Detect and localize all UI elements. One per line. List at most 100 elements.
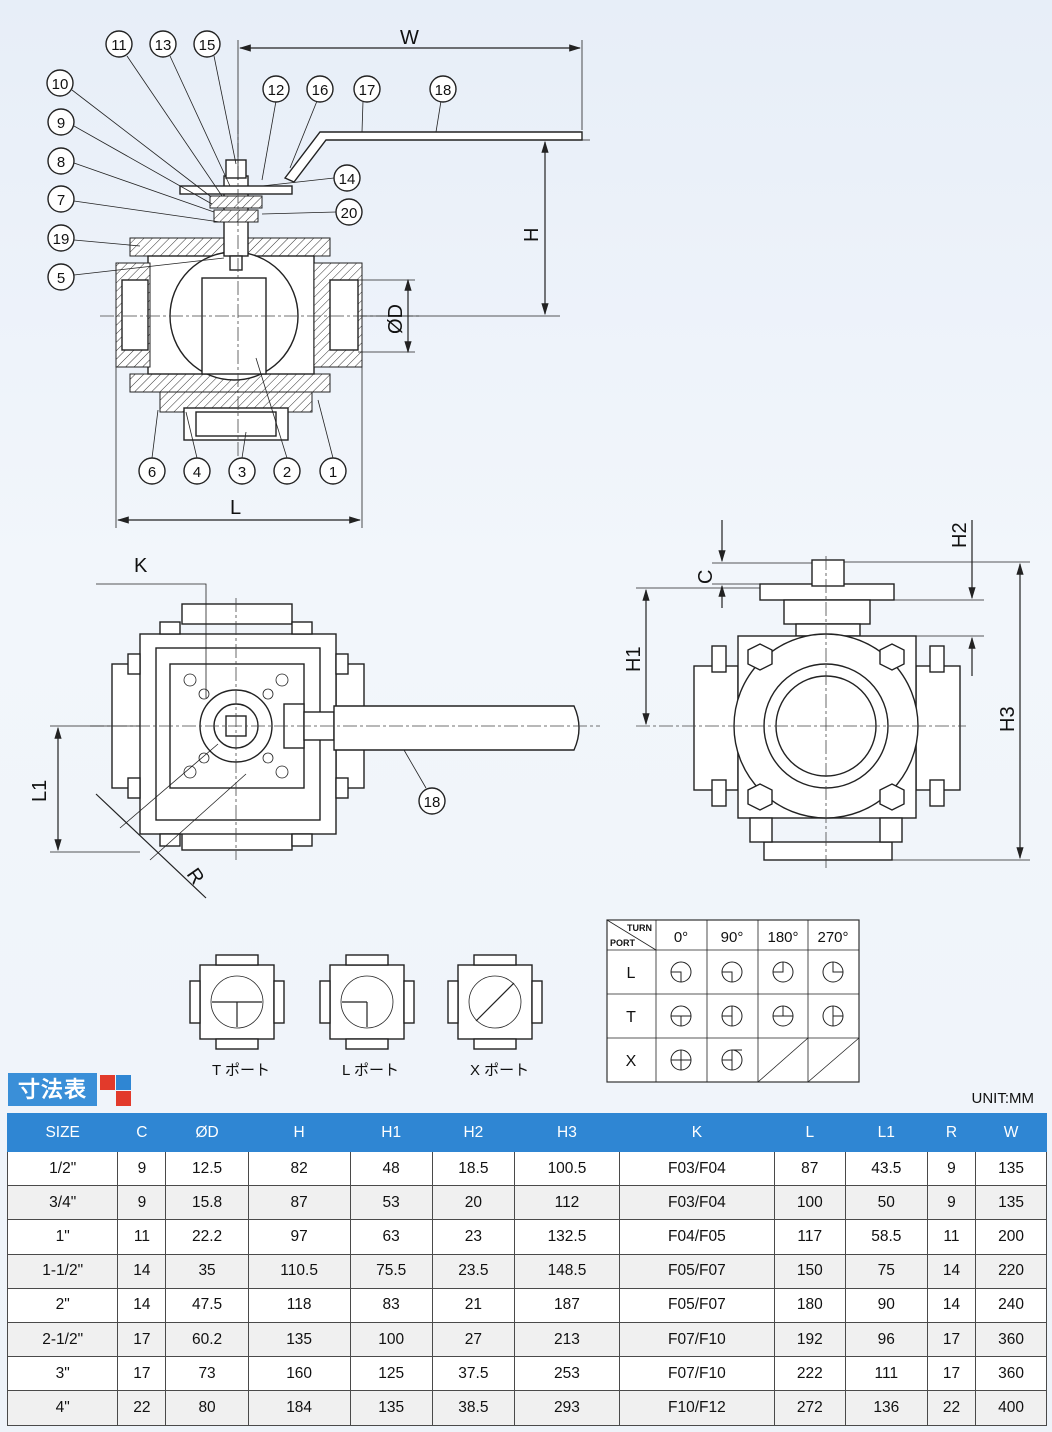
table-cell: 53	[349, 1185, 433, 1221]
turn-port-table: TURN PORT 0° 90° 180° 270° L T X	[606, 919, 860, 1083]
table-cell: 14	[117, 1253, 167, 1289]
table-cell: 14	[926, 1287, 977, 1323]
table-cell: 75.5	[349, 1253, 433, 1289]
table-cell: 200	[975, 1219, 1047, 1255]
dim-w-label: W	[400, 27, 419, 49]
table-cell: 136	[844, 1390, 928, 1426]
port-corner-label: PORT	[610, 938, 636, 948]
t-port-label: T ポート	[212, 1062, 270, 1079]
dim-h2-label: H2	[949, 522, 971, 548]
technical-drawing: W H ØD L 11 13 15	[29, 27, 1030, 1083]
col-w: W	[975, 1113, 1047, 1152]
table-cell: 15.8	[165, 1185, 249, 1221]
table-cell: 180	[773, 1287, 846, 1323]
table-cell: 100.5	[513, 1150, 620, 1187]
table-cell: 83	[349, 1287, 433, 1323]
table-cell: 17	[117, 1356, 167, 1392]
x-port-label: X ポート	[470, 1062, 529, 1079]
part-balloons-right: 14 20	[261, 164, 363, 226]
table-cell: 23	[431, 1219, 515, 1255]
col-c: C	[117, 1113, 167, 1152]
dim-h1-label: H1	[623, 646, 645, 672]
section-accent-2	[116, 1075, 131, 1090]
port-icons: T ポート L ポート X ポート	[189, 954, 543, 1079]
balloon-7: 7	[57, 192, 65, 209]
table-cell: 272	[773, 1390, 846, 1426]
balloon-4: 4	[193, 464, 201, 481]
table-cell: 27	[431, 1321, 515, 1358]
table-cell: 22.2	[165, 1219, 249, 1255]
table-cell: 400	[975, 1390, 1047, 1426]
table-cell: 60.2	[165, 1321, 249, 1358]
table-cell: 11	[926, 1219, 977, 1255]
table-cell: 125	[349, 1356, 433, 1392]
angle-270: 270°	[817, 929, 848, 946]
table-cell: 118	[247, 1287, 351, 1323]
table-cell: 150	[773, 1253, 846, 1289]
balloon-10: 10	[52, 76, 69, 93]
turn-corner-label: TURN	[627, 923, 652, 933]
table-cell: 110.5	[247, 1253, 351, 1289]
section-title: 寸法表	[8, 1073, 98, 1106]
balloon-14: 14	[339, 171, 356, 188]
table-cell: 213	[513, 1321, 620, 1358]
col-l: L	[773, 1113, 846, 1152]
table-cell: 63	[349, 1219, 433, 1255]
angle-180: 180°	[767, 929, 798, 946]
col-d: ØD	[165, 1113, 249, 1152]
table-cell: 12.5	[165, 1150, 249, 1187]
balloon-17: 17	[359, 82, 376, 99]
table-cell: 50	[844, 1185, 928, 1221]
row-l: L	[627, 965, 636, 982]
table-cell: 184	[247, 1390, 351, 1426]
table-cell: F05/F07	[618, 1253, 775, 1289]
table-cell: 73	[165, 1356, 249, 1392]
dim-l1-label: L1	[29, 780, 51, 802]
table-cell: 253	[513, 1356, 620, 1392]
front-section-view: W H ØD L 11 13 15	[46, 27, 590, 528]
col-size: SIZE	[6, 1113, 119, 1152]
table-cell: 135	[975, 1150, 1047, 1187]
row-t: T	[626, 1009, 636, 1026]
table-cell: 9	[117, 1185, 167, 1221]
balloon-16: 16	[312, 82, 329, 99]
part-balloons-mid: 12 16 17 18	[261, 75, 457, 181]
table-cell: F05/F07	[618, 1287, 775, 1323]
dim-k-label: K	[134, 555, 148, 577]
table-cell: 112	[513, 1185, 620, 1221]
balloon-19: 19	[53, 231, 70, 248]
table-cell: 135	[349, 1390, 433, 1426]
dim-l-label: L	[230, 497, 241, 519]
table-cell: 38.5	[431, 1390, 515, 1426]
table-cell: 222	[773, 1356, 846, 1392]
table-cell: 37.5	[431, 1356, 515, 1392]
table-cell: 75	[844, 1253, 928, 1289]
part-balloons-bottom: 6 4 3 2 1	[138, 357, 347, 485]
table-cell: 11	[117, 1219, 167, 1255]
table-cell: 23.5	[431, 1253, 515, 1289]
top-view: K L1 R 18	[29, 555, 600, 899]
table-cell: 9	[117, 1150, 167, 1187]
dim-h3-label: H3	[997, 706, 1019, 732]
l-port-label: L ポート	[342, 1062, 399, 1079]
col-r: R	[926, 1113, 977, 1152]
table-cell: 90	[844, 1287, 928, 1323]
table-cell: 135	[975, 1185, 1047, 1221]
table-cell: 43.5	[844, 1150, 928, 1187]
table-cell: 17	[117, 1321, 167, 1358]
section-accent-1	[100, 1075, 115, 1090]
table-cell: 160	[247, 1356, 351, 1392]
table-cell: 135	[247, 1321, 351, 1358]
table-cell: F03/F04	[618, 1150, 775, 1187]
balloon-11: 11	[111, 37, 127, 54]
section-accent-3	[116, 1091, 131, 1106]
balloon-13: 13	[155, 37, 172, 54]
table-cell: 47.5	[165, 1287, 249, 1323]
table-cell: 9	[926, 1150, 977, 1187]
